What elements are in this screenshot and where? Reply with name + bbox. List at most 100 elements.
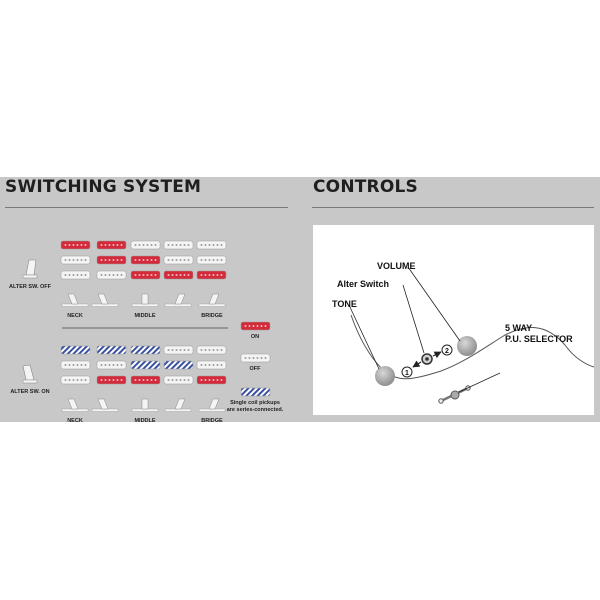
pickup-coil-pole [76, 244, 79, 246]
pickup-coil-pole [208, 364, 211, 366]
selector-switch-1-1-plate [91, 408, 119, 412]
selector-switch-0-3-lever [174, 293, 186, 305]
pickup-coil-pole [183, 244, 186, 246]
pickup-coil-pole [154, 274, 157, 276]
pickup-coil-pole [171, 244, 174, 246]
pickup-coil-pole [183, 259, 186, 261]
position-label-0-1: MIDDLE [134, 313, 155, 319]
pickup-coil-pole [80, 259, 83, 261]
selector-switch-0-0-lever [67, 293, 79, 305]
controls-heading-rule [312, 207, 594, 208]
pickup-coil [96, 270, 127, 280]
selector-switch-1-3-plate [164, 408, 192, 412]
position-label-1-1: MIDDLE [134, 418, 155, 422]
alter-switch-label: Alter Switch [337, 279, 389, 289]
pickup-coil-pole [116, 274, 119, 276]
pickup-coil-pole [204, 259, 207, 261]
pickup-coil-pole [104, 274, 107, 276]
pickup-coil-pole [120, 379, 123, 381]
pickup-coil [130, 360, 161, 370]
pickup-coil-pole [138, 244, 141, 246]
pickup-coil-pole [116, 259, 119, 261]
pickup-coil-pole [72, 274, 75, 276]
selector-switch-1-3-lever [174, 398, 186, 410]
position-label-1-2: BRIDGE [201, 418, 223, 422]
pickup-coil-pole [204, 364, 207, 366]
pickup-coil-pole [179, 349, 182, 351]
pickup-coil [96, 360, 127, 370]
legend-off-coil-pole [252, 357, 255, 359]
pickup-coil-pole [212, 259, 215, 261]
pickup-coil-pole [150, 274, 153, 276]
pickup-coil-pole [138, 274, 141, 276]
pickup-coil-pole [167, 274, 170, 276]
pickup-coil-pole [220, 349, 223, 351]
pickup-coil-pole [68, 274, 71, 276]
pickup-coil-pole [142, 379, 145, 381]
pickup-coil-pole [84, 259, 87, 261]
pickup-coil-pole [167, 349, 170, 351]
pickup-coil-pole [204, 349, 207, 351]
legend-on-coil-pole [260, 325, 263, 327]
legend-series-coil [240, 387, 271, 397]
alter-toggle-1-base [22, 379, 38, 384]
alter-toggle-1 [22, 364, 35, 381]
pickup-coil-pole [220, 259, 223, 261]
pickup-coil-pole [138, 259, 141, 261]
pickup-coil [130, 270, 161, 280]
pickup-coil-pole [167, 244, 170, 246]
pickup-coil-pole [154, 379, 157, 381]
pickup-coil [196, 360, 227, 370]
selector-switch-0-0-plate [61, 303, 89, 307]
pickup-coil-pole [68, 259, 71, 261]
pickup-coil-pole [175, 274, 178, 276]
pickup-coil-pole [208, 349, 211, 351]
pickup-coil [60, 240, 91, 250]
pickup-coil-pole [200, 259, 203, 261]
pickup-coil-pole [187, 259, 190, 261]
alter-label-0: ALTER SW. OFF [9, 284, 52, 290]
pickup-coil-pole [216, 379, 219, 381]
pickup-coil-pole [200, 274, 203, 276]
pickup-coil [60, 345, 91, 355]
selector-screw-1 [438, 398, 444, 404]
pickup-coil-pole [76, 274, 79, 276]
pickup-coil-pole [212, 349, 215, 351]
pickup-coil-pole [179, 259, 182, 261]
pickup-coil-pole [120, 259, 123, 261]
pickup-coil-pole [64, 379, 67, 381]
pickup-coil-pole [216, 244, 219, 246]
pickup-coil [196, 255, 227, 265]
pickup-coil-pole [134, 259, 137, 261]
pickup-coil-pole [204, 274, 207, 276]
pickup-coil-pole [68, 364, 71, 366]
pickup-coil [60, 255, 91, 265]
pickup-coil-pole [108, 364, 111, 366]
tone-knob [375, 366, 395, 386]
pickup-coil-pole [134, 244, 137, 246]
tone-label: TONE [332, 299, 357, 309]
pickup-coil [60, 375, 91, 385]
pickup-coil-pole [150, 244, 153, 246]
pickup-coil [96, 240, 127, 250]
pickup-coil-pole [72, 259, 75, 261]
pickup-coil-pole [179, 274, 182, 276]
volume-leader [407, 266, 461, 342]
pickup-coil-pole [64, 364, 67, 366]
pickup-coil-pole [112, 274, 115, 276]
pickup-coil-pole [220, 364, 223, 366]
pickup-coil-pole [142, 274, 145, 276]
legend-series-label-line1: Single coil pickups [230, 400, 280, 406]
selector-switch-0-1-lever [97, 293, 109, 305]
switching-system-heading: SWITCHING SYSTEM [5, 177, 202, 197]
pickup-coil-pole [84, 379, 87, 381]
selector-switch-1-0-lever [67, 398, 79, 410]
pickup-coil [196, 240, 227, 250]
pickup-coil-pole [100, 244, 103, 246]
pickup-coil-pole [167, 379, 170, 381]
pickup-coil-pole [208, 274, 211, 276]
pickup-coil-pole [208, 244, 211, 246]
selector-leader [458, 372, 501, 393]
